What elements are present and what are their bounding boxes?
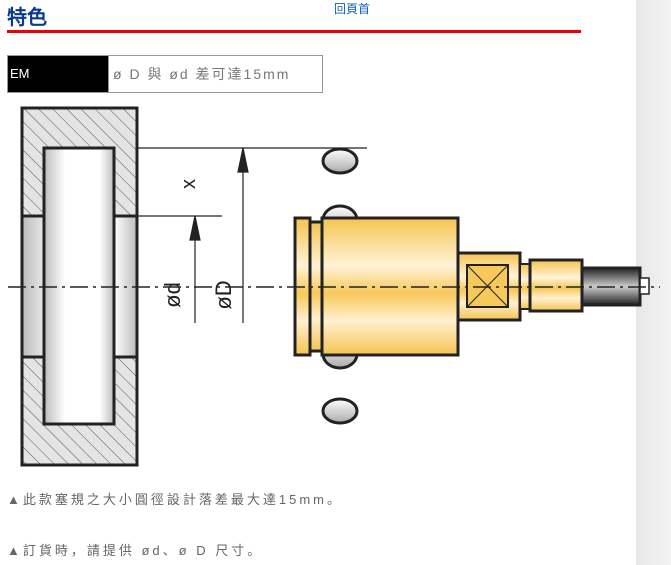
plug-gauge [293,147,650,425]
back-to-top-link[interactable]: 回頁首 [334,2,371,16]
dimension-x-label: x [178,179,200,189]
dimension-large-d-label: øD [211,280,236,309]
dimension-lines [137,147,367,323]
note-diameter-difference: ▲此款塞規之大小圓徑設計落差最大達15mm。 [7,492,343,507]
section-title: 特色 [7,5,47,29]
note-ordering: ▲訂貨時，請提供 ød、ø D 尺寸。 [7,543,264,558]
model-code: EM [8,56,109,92]
spec-description: ø D 與 ød 差可達15mm [113,66,291,82]
dimension-small-d-label: ød [160,282,185,308]
spec-box: EM ø D 與 ød 差可達15mm [7,55,323,93]
title-divider [7,30,581,33]
